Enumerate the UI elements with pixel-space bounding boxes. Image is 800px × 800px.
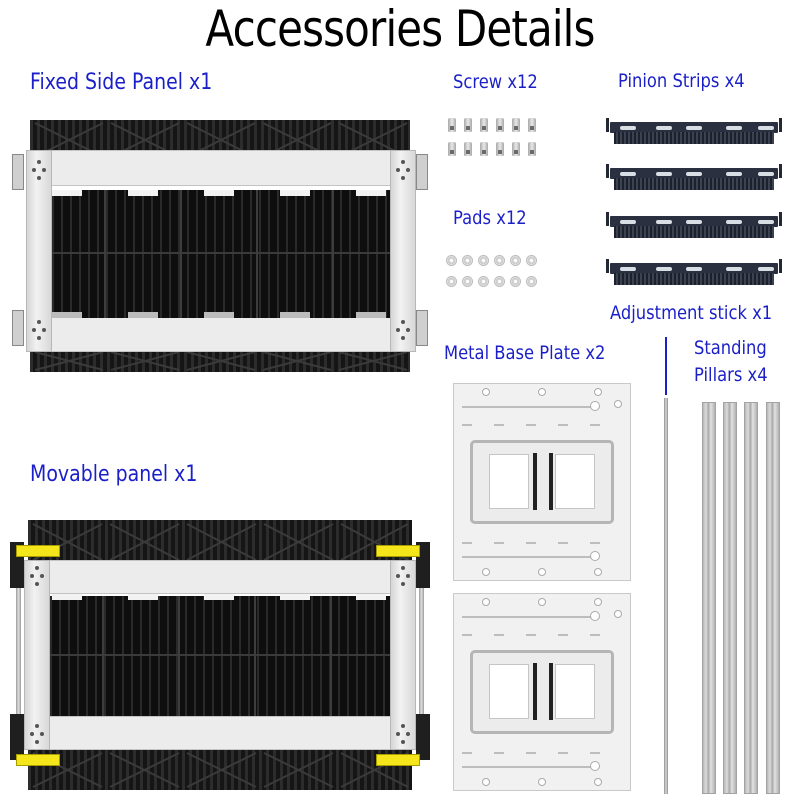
pad <box>510 276 521 287</box>
page-title: Accessories Details <box>205 0 595 58</box>
pad <box>526 255 537 266</box>
frame-top-bar <box>26 150 416 186</box>
standing-pillar <box>723 402 737 794</box>
frame-left-side <box>26 150 52 352</box>
pad <box>446 276 457 287</box>
pinion-strip <box>606 118 782 146</box>
movable-panel-label: Movable panel x1 <box>30 462 198 487</box>
bolt-holes <box>32 160 46 182</box>
frame-bottom-bar <box>26 316 416 352</box>
movable-panel-image <box>0 450 440 800</box>
clamp-body <box>10 714 24 760</box>
screw <box>448 142 456 156</box>
cross-brace-top <box>28 520 412 564</box>
screw <box>496 118 504 132</box>
fixed-side-panel-image <box>0 110 440 372</box>
screw <box>480 142 488 156</box>
screw <box>464 118 472 132</box>
adjustment-stick <box>664 398 668 794</box>
screw <box>464 142 472 156</box>
pad <box>462 276 473 287</box>
metal-base-plate <box>453 383 631 581</box>
bolt-holes <box>30 566 44 588</box>
frame-right-side <box>390 560 416 750</box>
pad <box>494 276 505 287</box>
screw-label: Screw x12 <box>453 71 538 93</box>
standing-pillar <box>744 402 758 794</box>
metal-base-plate-label: Metal Base Plate x2 <box>444 342 606 364</box>
frame-right-side <box>390 150 416 352</box>
standing-pillar <box>766 402 780 794</box>
screws-image <box>446 118 538 156</box>
pad <box>478 276 489 287</box>
pad <box>446 255 457 266</box>
pinion-strip <box>606 212 782 240</box>
guide-rod <box>16 560 21 750</box>
guide-rod <box>419 560 424 750</box>
clamp-body <box>416 714 430 760</box>
screw <box>528 118 536 132</box>
yellow-clamp <box>16 545 60 557</box>
cross-brace-bottom <box>30 350 410 372</box>
bolt-holes <box>396 160 410 182</box>
bolt-holes <box>30 724 44 746</box>
pads-image <box>446 255 538 287</box>
bolt-holes <box>396 566 410 588</box>
screw <box>512 142 520 156</box>
adjustment-stick-pointer <box>665 337 667 395</box>
mount-bracket <box>416 310 428 346</box>
fixed-side-panel-label: Fixed Side Panel x1 <box>30 70 213 95</box>
mount-bracket <box>416 154 428 190</box>
standing-pillar <box>702 402 716 794</box>
screw <box>528 142 536 156</box>
yellow-clamp <box>376 545 420 557</box>
pads-label: Pads x12 <box>453 207 527 229</box>
screw <box>480 118 488 132</box>
standing-pillars-label-line1: Standing <box>694 337 767 359</box>
yellow-clamp <box>16 754 60 766</box>
pad <box>494 255 505 266</box>
yellow-clamp <box>376 754 420 766</box>
pinion-strip <box>606 259 782 287</box>
pad <box>510 255 521 266</box>
metal-base-plate <box>453 593 631 791</box>
screw <box>448 118 456 132</box>
bolt-holes <box>396 320 410 342</box>
mount-bracket <box>12 310 24 346</box>
frame-top-bar <box>24 560 416 594</box>
standing-pillars-label-line2: Pillars x4 <box>694 364 768 386</box>
panel-core <box>52 190 390 318</box>
cross-brace-bottom <box>28 750 412 790</box>
pad <box>462 255 473 266</box>
frame-bottom-bar <box>24 716 416 750</box>
panel-core <box>50 596 390 716</box>
mount-bracket <box>12 154 24 190</box>
screw <box>496 142 504 156</box>
frame-left-side <box>24 560 50 750</box>
pad <box>526 276 537 287</box>
bolt-holes <box>32 320 46 342</box>
pad <box>478 255 489 266</box>
bolt-holes <box>396 724 410 746</box>
pinion-strip <box>606 164 782 192</box>
pinion-strips-label: Pinion Strips x4 <box>618 70 745 92</box>
adjustment-stick-label: Adjustment stick x1 <box>610 302 773 324</box>
screw <box>512 118 520 132</box>
